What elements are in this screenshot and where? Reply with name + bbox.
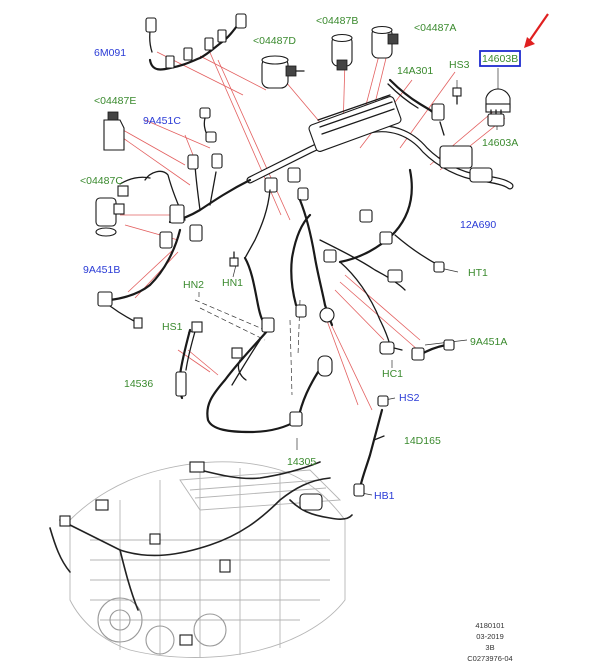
label-hn1: HN1 [222,277,243,289]
label-04487b: <04487B [316,15,358,27]
highlight-box-14603b [479,50,521,67]
footer-line-1: 4180101 [475,621,504,630]
part-9a451a [411,339,455,361]
footer-line-3: 3B [485,643,494,652]
label-04487c: <04487C [80,175,123,187]
footer-line-4: C0273976-04 [467,654,512,663]
main-harness [97,94,514,346]
part-04487c [95,176,151,237]
label-9a451c: 9A451C [143,115,181,127]
engine-block [69,461,346,658]
label-hc1: HC1 [382,368,403,380]
footer-line-2: 03-2019 [476,632,504,641]
label-hn2: HN2 [183,279,204,291]
red-leader-lines [120,39,506,411]
footer-reference: 4180101 03-2019 3B C0273976-04 [467,621,512,663]
label-04487d: <04487D [253,35,296,47]
label-14305: 14305 [287,456,316,468]
part-labels: 6M091 <04487D <04487B <04487A 14603B 14A… [80,15,518,502]
label-9a451a: 9A451A [470,336,507,348]
label-hb1: HB1 [374,490,395,502]
harness-6m091 [145,13,247,71]
label-12a690: 12A690 [460,219,496,231]
label-hs1: HS1 [162,321,183,333]
label-9a451b: 9A451B [83,264,120,276]
sensor-04487a [371,25,399,59]
part-04487e [103,111,125,151]
label-hs3: HS3 [449,59,470,71]
part-14603a [487,109,505,127]
harness-14d165 [353,395,389,497]
part-9a451c [199,107,217,143]
label-14603b: 14603B [482,53,518,65]
engine-harness [49,461,353,646]
bracket-14a301 [387,78,445,136]
part-14603b [485,88,511,113]
label-14536: 14536 [124,378,153,390]
label-hs2: HS2 [399,392,420,404]
label-14d165: 14D165 [404,435,441,447]
sensor-04487d [261,55,305,89]
stud-hn1 [229,251,239,267]
harness-14305 [206,317,333,434]
sensor-04487b [331,33,353,71]
label-04487e: <04487E [94,95,136,107]
label-14603a: 14603A [482,137,518,149]
red-arrow-icon [524,13,549,48]
part-hc1 [379,341,403,355]
stud-hs3 [452,87,462,105]
label-14a301: 14A301 [397,65,433,77]
harness-14536 [175,321,203,400]
label-ht1: HT1 [468,267,488,279]
label-6m091: 6M091 [94,47,126,59]
label-04487a: <04487A [414,22,456,34]
